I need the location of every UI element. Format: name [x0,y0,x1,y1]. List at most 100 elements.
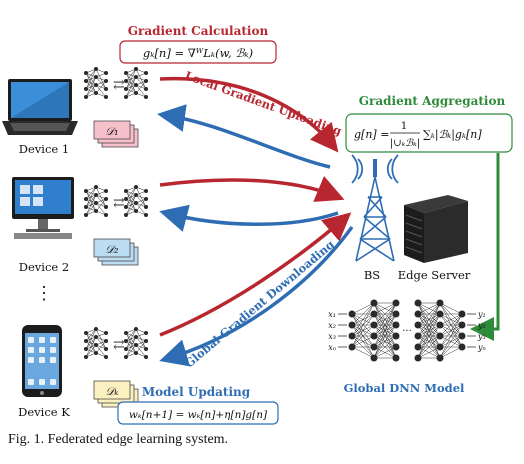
global-model-node [348,343,356,351]
global-model-node [414,354,422,362]
global-model-node [458,343,466,351]
device-k: ⇄ 𝒟ₖ Device K [18,325,149,419]
global-model-node [392,354,400,362]
monitor-icon [12,177,74,239]
device-k-nn-icon [83,326,109,360]
global-model-edge [373,302,397,326]
global-model-edge [373,324,397,359]
gradient-calculation-title: Gradient Calculation [128,24,269,38]
global-model-node [370,343,378,351]
global-model-edge [417,302,441,315]
global-model-edge [351,313,375,348]
laptop-icon [2,79,78,135]
global-model-node [414,299,422,307]
global-model-edge [373,302,397,315]
aggregation-formula-lhs: g[n] = [354,128,389,141]
global-model-node [414,310,422,318]
input-label: x₁ [328,310,336,319]
global-model-node [370,332,378,340]
input-label: xₙ [328,343,336,352]
global-model-edge [351,346,375,359]
global-model-node [392,343,400,351]
global-model-node [392,321,400,329]
aggregation-formula-sum: ∑ₖ|ℬₖ|gₖ[n] [423,128,482,142]
global-model-node [370,310,378,318]
aggregation-formula-denominator: |∪ₖℬₖ| [390,138,420,149]
global-model-edge [373,302,397,337]
global-model-node [370,299,378,307]
global-model-edge [417,302,441,337]
global-model-node [458,332,466,340]
device-2: ⇄ 𝒟₂ Device 2 [12,177,149,274]
download-arrow-device-k [159,225,354,367]
global-model-edge [439,335,463,359]
output-label: y₃ [477,332,486,341]
dataset-2-label: 𝒟₂ [105,243,118,256]
input-label: x₃ [328,332,336,341]
global-model-node [370,321,378,329]
global-model-edge [351,302,375,315]
global-model-node [392,332,400,340]
global-model-edge [439,346,463,359]
model-updating-title: Model Updating [142,385,251,399]
global-model-edge [373,313,397,359]
global-model-edge [417,324,441,359]
global-model-edge [417,302,441,359]
global-model-node [436,310,444,318]
device-1-label: Device 1 [19,142,69,156]
global-dnn-model-title: Global DNN Model [344,381,465,395]
global-model-edge [351,302,375,326]
global-model-edge [439,313,463,348]
upload-arrow-device-2 [159,176,345,202]
device-ellipsis: ⋮ [35,283,53,304]
global-model-node [436,354,444,362]
gradient-aggregation-title: Gradient Aggregation [359,94,506,108]
device-2-nn-icon-2 [123,184,149,218]
global-model-node [348,332,356,340]
global-model-edge [417,302,441,348]
global-model-node [436,299,444,307]
figure-caption: Fig. 1. Federated edge learning system. [8,432,229,447]
edge-server-label: Edge Server [398,268,471,282]
base-station-tower-icon [351,154,399,262]
global-model-edge [373,346,397,359]
global-model-node [436,321,444,329]
global-model-node [348,321,356,329]
global-model-edge [351,324,375,348]
svg-text:⇄: ⇄ [113,195,125,211]
device-2-label: Device 2 [19,260,69,274]
dataset-k-label: 𝒟ₖ [106,385,119,398]
aggregation-to-model-arrow [470,153,500,341]
global-model-node [458,321,466,329]
device-1: ⇄ 𝒟₁ Device 1 [2,66,149,156]
global-model-edge [439,324,463,359]
global-model-edge [439,313,463,326]
model-updating-box [117,401,279,425]
global-model-edge [373,302,397,359]
download-arrow-device-1 [157,104,331,169]
gradient-aggregation-box [345,113,513,153]
global-model-edge [417,302,441,326]
bs-label: BS [364,268,380,282]
global-model-edge [439,313,463,359]
model-updating-formula: wₖ[n+1] = wₖ[n]+η[n]g[n] [129,409,268,421]
input-label: x₂ [328,321,336,330]
global-model-edge [439,313,463,337]
global-model-edge [351,335,375,348]
global-model-node [348,310,356,318]
global-model-node [414,332,422,340]
dataset-2-stack [93,238,139,266]
smartphone-icon [22,325,62,397]
svg-text:⇄: ⇄ [113,337,125,353]
edge-server-icon [404,195,468,263]
gradient-calculation-box [119,40,277,64]
device-k-label: Device K [18,405,70,419]
dataset-1-label: 𝒟₁ [105,125,118,138]
global-model-node [458,310,466,318]
global-model-node [392,299,400,307]
global-model-node [436,332,444,340]
upload-arrow-device-k [159,212,352,337]
output-label: y₁ [477,310,486,319]
